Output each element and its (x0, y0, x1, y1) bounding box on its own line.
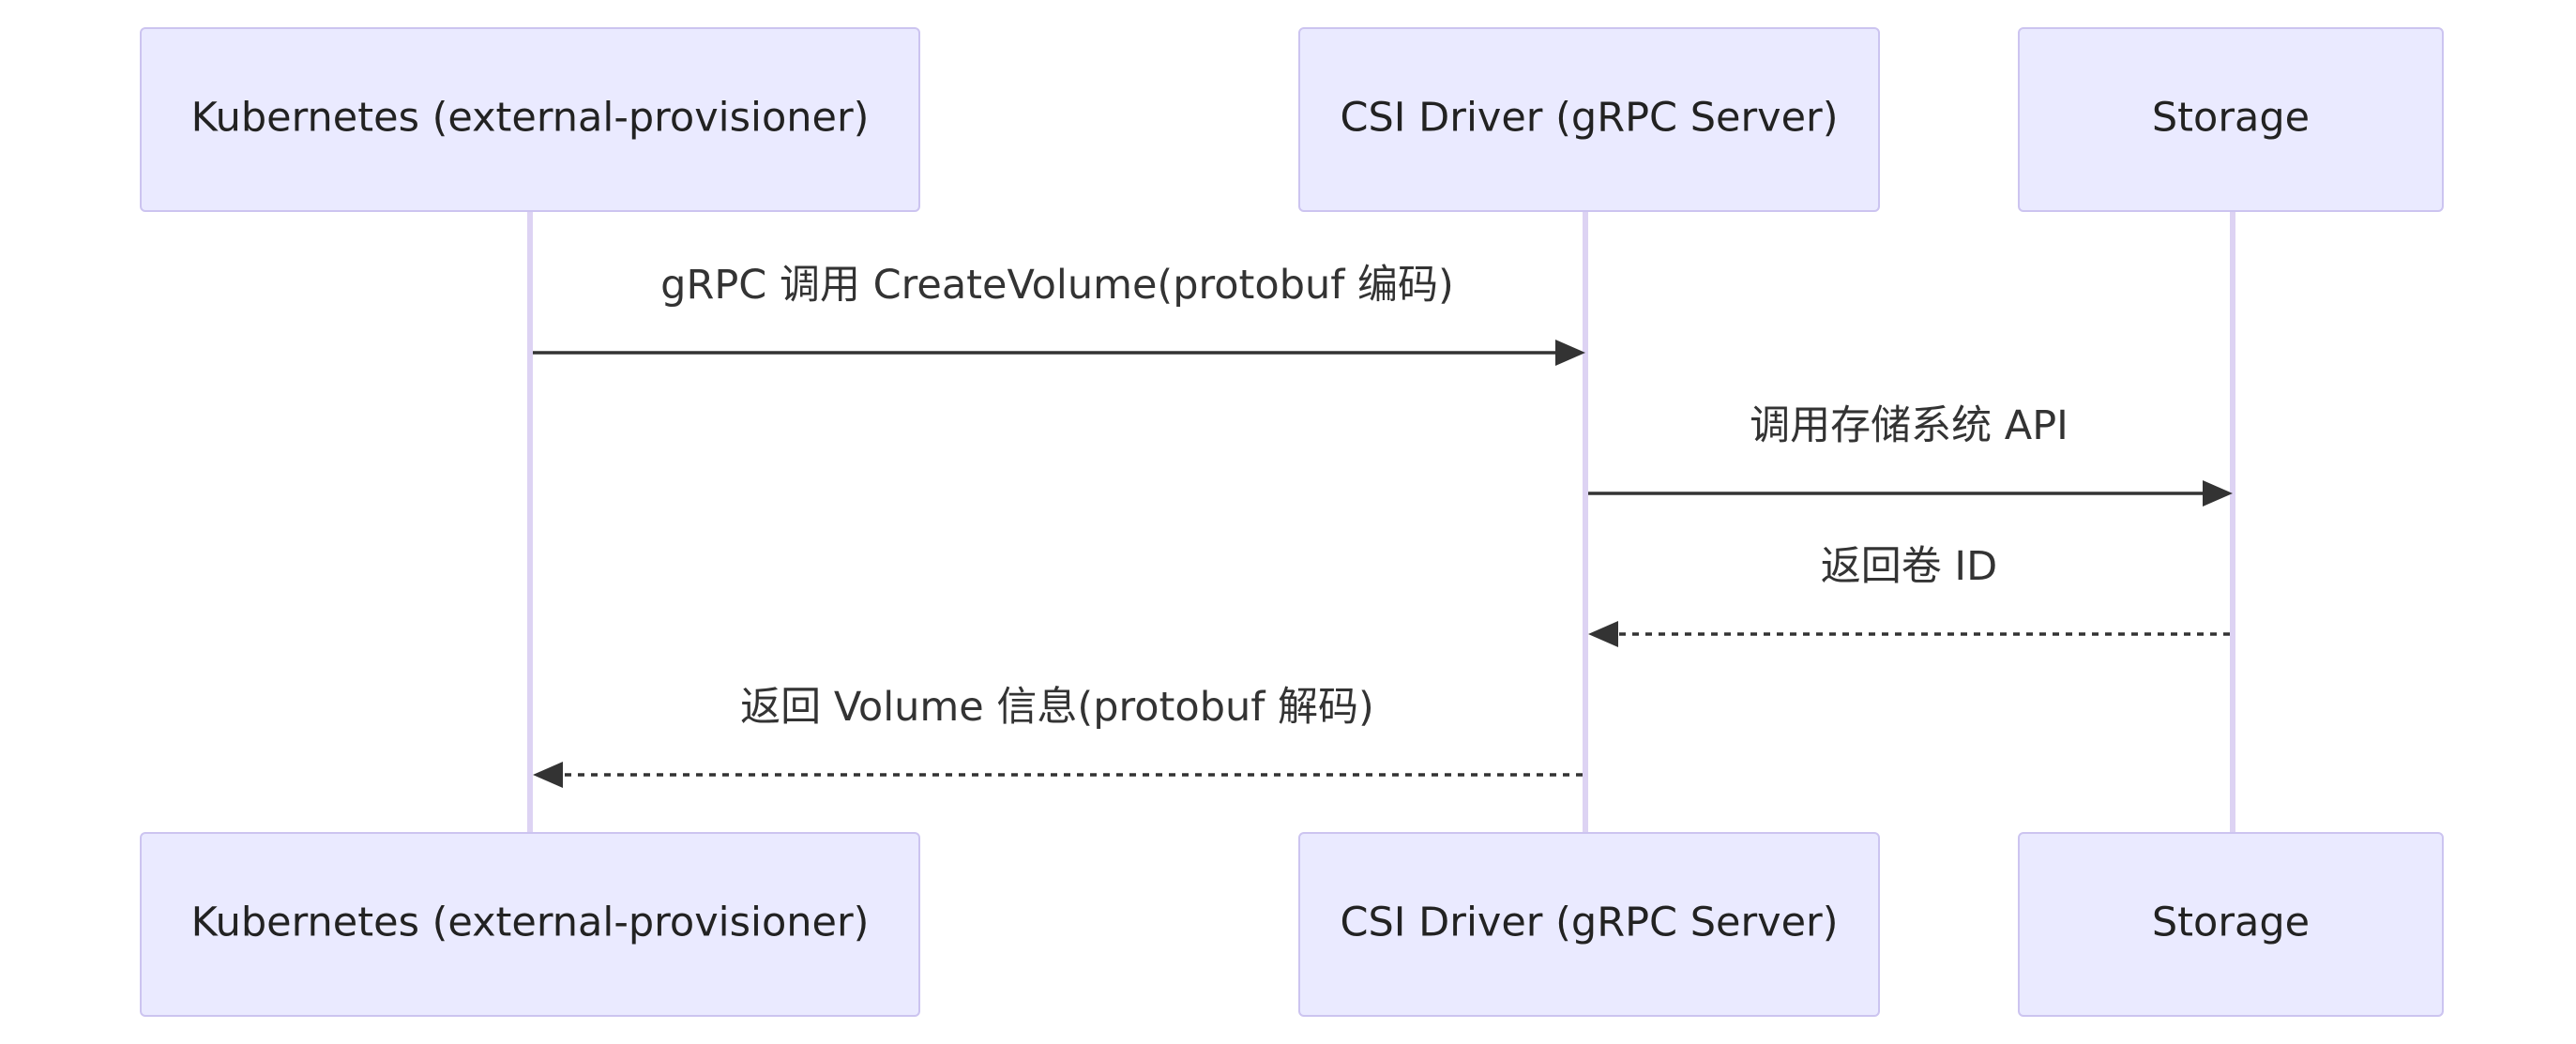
message-return-volume-id: 返回卷 ID (1588, 543, 2230, 647)
actor-label: Kubernetes (external-provisioner) (191, 95, 870, 142)
message-label: gRPC 调用 CreateVolume(protobuf 编码) (660, 262, 1454, 309)
message-return-volume-info: 返回 Volume 信息(protobuf 解码) (533, 684, 1583, 788)
arrowhead-icon (2203, 480, 2233, 507)
message-create-volume: gRPC 调用 CreateVolume(protobuf 编码) (533, 262, 1585, 366)
arrowhead-icon (533, 762, 563, 788)
actor-top-csi: CSI Driver (gRPC Server) (1298, 27, 1880, 212)
arrowhead-icon (1555, 340, 1585, 366)
message-label: 调用存储系统 API (1750, 402, 2068, 449)
actor-top-k8s: Kubernetes (external-provisioner) (140, 27, 920, 212)
actor-label: CSI Driver (gRPC Server) (1340, 95, 1838, 142)
actor-bottom-storage: Storage (2018, 832, 2444, 1017)
message-label: 返回卷 ID (1821, 543, 1997, 590)
actor-bottom-k8s: Kubernetes (external-provisioner) (140, 832, 920, 1017)
actor-label: Storage (2152, 900, 2310, 946)
actor-bottom-csi: CSI Driver (gRPC Server) (1298, 832, 1880, 1017)
message-label: 返回 Volume 信息(protobuf 解码) (740, 684, 1374, 731)
actor-label: Kubernetes (external-provisioner) (191, 900, 870, 946)
message-call-storage-api: 调用存储系统 API (1588, 402, 2233, 507)
arrowhead-icon (1588, 621, 1618, 647)
actor-label: Storage (2152, 95, 2310, 142)
actor-label: CSI Driver (gRPC Server) (1340, 900, 1838, 946)
actor-top-storage: Storage (2018, 27, 2444, 212)
